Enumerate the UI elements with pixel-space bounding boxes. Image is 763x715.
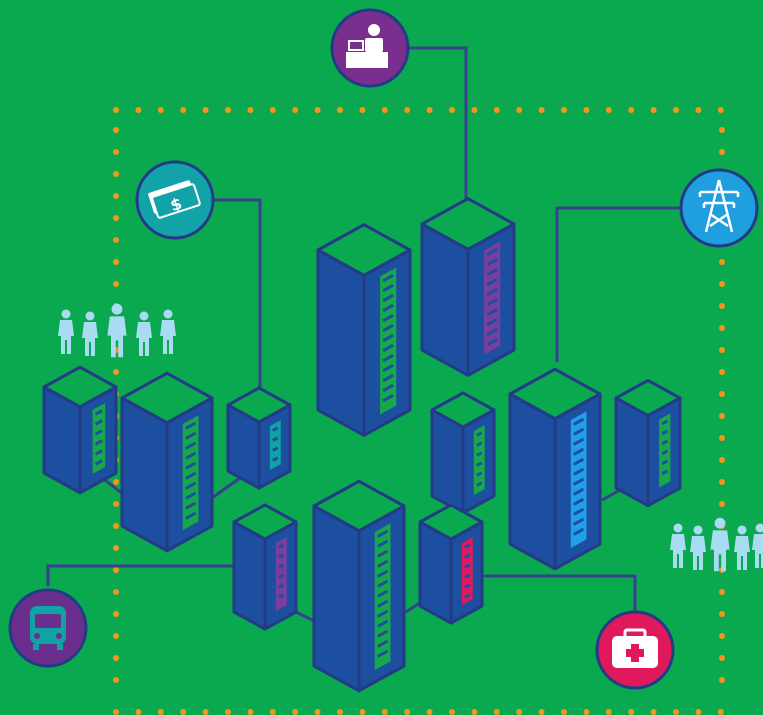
- building-10: [312, 479, 406, 693]
- building-1: [42, 365, 118, 495]
- buildings: [42, 197, 682, 693]
- building-5: [420, 197, 516, 377]
- office-connector: [408, 46, 468, 205]
- bank-connector: [212, 198, 262, 405]
- health-connector: [480, 574, 637, 612]
- svg-text:$: $: [168, 194, 184, 216]
- building-2: [120, 371, 214, 553]
- building-link-6: [601, 488, 621, 502]
- people-group-right: [670, 517, 763, 572]
- building-3: [226, 386, 292, 490]
- office-worker-icon: [330, 8, 410, 88]
- transit-connector: [46, 564, 236, 586]
- building-4: [316, 223, 412, 437]
- building-11: [418, 503, 484, 625]
- first-aid-kit-icon: [595, 610, 675, 690]
- bus-icon: [8, 588, 88, 668]
- building-7: [508, 367, 602, 571]
- building-8: [614, 378, 682, 508]
- money-stack-icon: $: [135, 160, 215, 240]
- power-connector: [555, 206, 681, 362]
- building-link-2: [211, 476, 241, 500]
- building-6: [430, 391, 496, 515]
- building-9: [232, 503, 298, 631]
- power-tower-icon: [679, 168, 759, 248]
